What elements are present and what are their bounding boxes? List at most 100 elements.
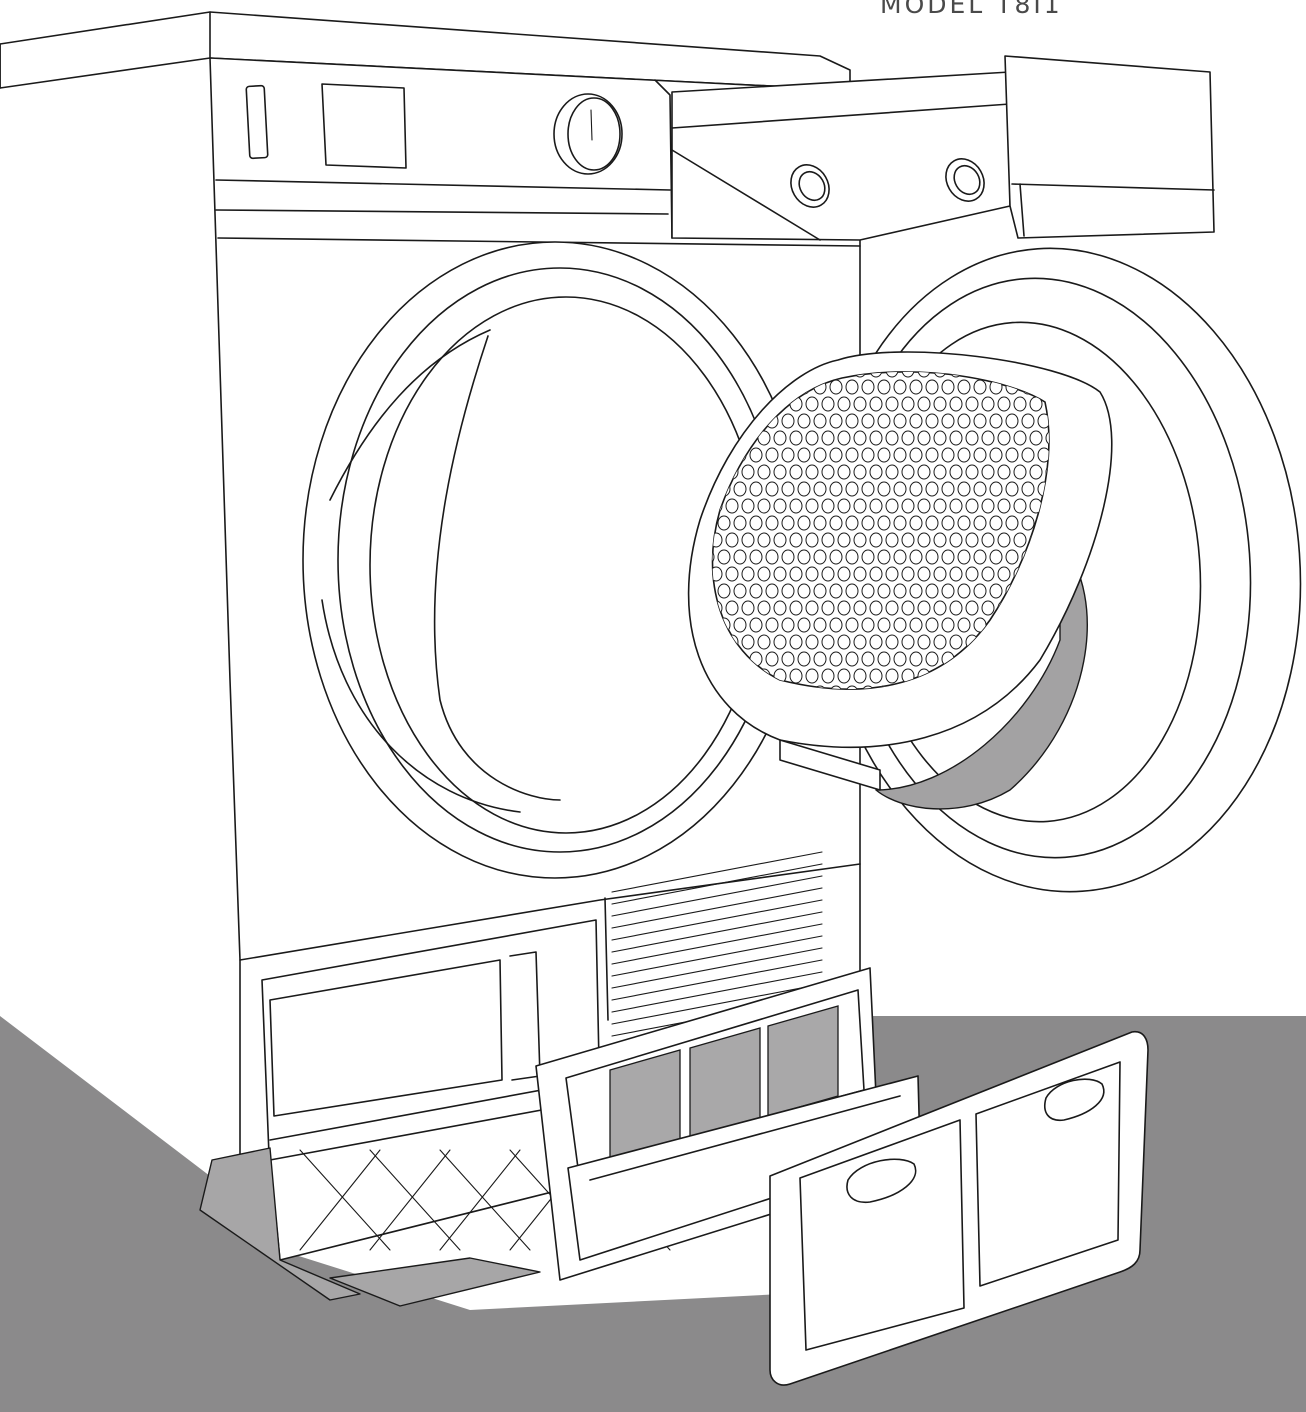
filter-hole [1005,481,1019,497]
filter-hole [981,600,995,616]
filter-hole [869,498,883,514]
fin-line [439,1149,531,1251]
filter-hole [861,617,875,633]
filter-hole [781,413,795,429]
filter-hole [861,549,875,565]
filter-hole [805,668,819,684]
filter-hole [789,566,803,582]
filter-hole [837,566,851,582]
filter-hole [877,447,891,463]
filter-hole [877,413,891,429]
filter-hole [917,498,931,514]
filter-hole [869,600,883,616]
filter-hole [933,430,947,446]
filter-hole [853,396,867,412]
water-container-drawer[interactable] [671,55,1215,241]
filter-hole [821,464,835,480]
filter-hole [957,481,971,497]
filter-hole [957,549,971,565]
filter-hole [973,413,987,429]
filter-hole [837,396,851,412]
filter-hole [797,549,811,565]
filter-hole [917,566,931,582]
filter-hole [965,600,979,616]
filter-hole [893,447,907,463]
filter-hole [997,566,1011,582]
louvre-line [611,887,823,929]
filter-hole [1013,396,1027,412]
control-slot [245,84,269,160]
condenser [261,919,671,1261]
filter-hole [989,413,1003,429]
latch-right[interactable] [1044,1078,1105,1122]
filter-hole [965,396,979,412]
louvre-line [611,971,823,1013]
filter-hole [957,413,971,429]
filter-hole [765,481,779,497]
filter-hole [829,549,843,565]
filter-hole [757,498,771,514]
filter-hole [781,481,795,497]
filter-hole [805,634,819,650]
filter-hole [805,532,819,548]
latch-left[interactable] [846,1158,917,1204]
filter-hole [845,617,859,633]
control-panel [215,179,671,191]
filter-hole [837,668,851,684]
filter-hole [925,413,939,429]
filter-hole [797,447,811,463]
drum-interior [875,539,1088,810]
filter-hole [981,430,995,446]
louvre-line [611,875,823,917]
filter-hole [893,617,907,633]
filter-hole [877,481,891,497]
filter-hole [829,617,843,633]
filter-hole [869,668,883,684]
condenser-cover[interactable] [769,1030,1149,1386]
filter-hole [821,600,835,616]
filter-hole [765,617,779,633]
filter-hole [813,583,827,599]
louvre-line [611,983,823,1025]
filter-hole [821,532,835,548]
filter-hole [845,515,859,531]
filter-hole [853,634,867,650]
filter-hole [981,566,995,582]
filter-hole [869,634,883,650]
filter-hole [813,447,827,463]
filter-hole [973,379,987,395]
filter-hole [757,600,771,616]
filter-hole [949,532,963,548]
filter-hole [885,566,899,582]
fin-line [369,1149,451,1251]
filter-hole [1045,430,1049,446]
filter-hole [829,515,843,531]
filter-hole [749,549,763,565]
filter-hole [789,668,803,684]
filter-hole [757,430,771,446]
filter-hole [853,464,867,480]
filter-hole [909,617,923,633]
filter-hole [901,600,915,616]
filter-hole [741,498,755,514]
filter-hole [765,549,779,565]
filter-hole [933,532,947,548]
filter-hole [997,464,1011,480]
filter-hole [789,600,803,616]
filter-hole [941,413,955,429]
louvre-line [611,935,823,977]
filter-hole [917,371,931,378]
filter-hole [949,464,963,480]
louvre-line [611,911,823,953]
filter-hole [861,447,875,463]
filter-hole [797,515,811,531]
model-label: MODEL T8I1 [880,0,1063,19]
filter-hole [845,583,859,599]
filter-hole [741,600,755,616]
filter-hole [845,379,859,395]
filter-hole [741,634,755,650]
filter-hole [973,447,987,463]
filter-hole [845,549,859,565]
